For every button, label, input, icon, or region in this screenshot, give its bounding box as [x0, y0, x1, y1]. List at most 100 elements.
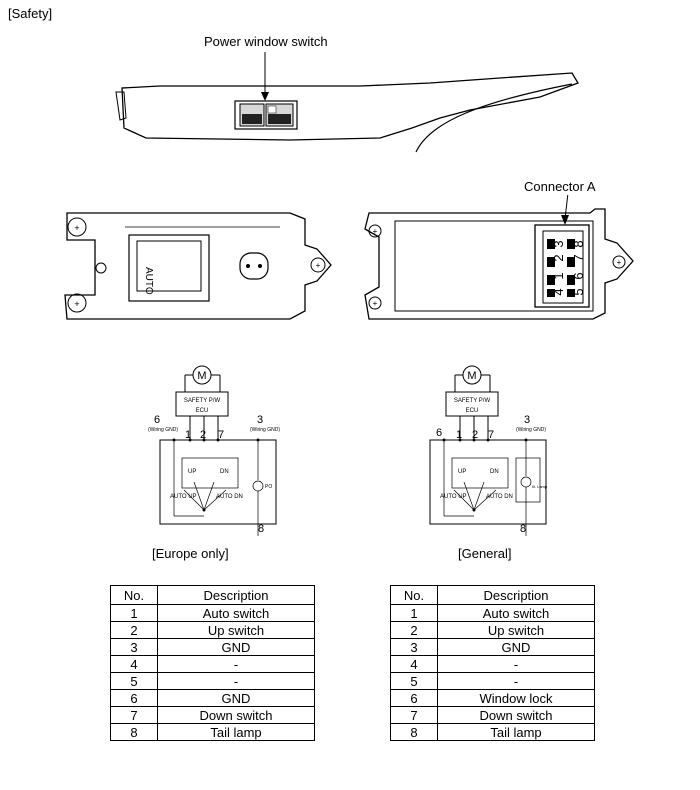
auto-up-label: AUTO UP — [170, 494, 197, 500]
svg-text:+: + — [373, 227, 378, 236]
switch-bottom-view: + + + 3 2 1 4 8 7 6 5 — [364, 195, 634, 320]
connector-pin-7: 7 — [571, 254, 586, 261]
table-row: 5- — [390, 672, 595, 690]
pin-number-cell: 3 — [110, 638, 158, 656]
pin-number-cell: 2 — [110, 621, 158, 639]
pin1-label: 1 — [456, 429, 462, 441]
col-header-no: No. — [110, 585, 158, 605]
pin-description-cell: - — [157, 655, 315, 673]
pin7-label: 7 — [218, 429, 224, 441]
connector-pin-4: 4 — [551, 288, 566, 295]
pin-description-cell: Down switch — [157, 706, 315, 724]
pin-description-cell: Auto switch — [157, 604, 315, 622]
pin8-label: 8 — [520, 523, 526, 535]
pin-number-cell: 6 — [390, 689, 438, 707]
svg-text:+: + — [316, 261, 321, 270]
dn-label: DN — [490, 469, 499, 475]
connector-a-housing — [534, 224, 590, 308]
europe-caption: [Europe only] — [152, 546, 229, 561]
pin-description-cell: Tail lamp — [437, 723, 595, 741]
connector-pin-5: 5 — [571, 288, 586, 295]
pin3-label: 3 — [524, 414, 530, 426]
pin1-label: 1 — [185, 429, 191, 441]
ecu-line2: ECU — [196, 408, 209, 414]
svg-text:+: + — [617, 258, 622, 267]
pin8-label: 8 — [258, 523, 264, 535]
door-trim-illustration — [115, 52, 579, 153]
pin-description-cell: Tail lamp — [157, 723, 315, 741]
pin-description-cell: - — [437, 655, 595, 673]
auto-dn-label: AUTO DN — [216, 494, 243, 500]
connector-pin-3: 3 — [551, 240, 566, 247]
pin7-label: 7 — [488, 429, 494, 441]
table-row: 4- — [390, 655, 595, 673]
dn-label: DN — [220, 469, 229, 475]
svg-text:+: + — [373, 299, 378, 308]
connector-pin-6: 6 — [571, 272, 586, 279]
pin2-label: 2 — [472, 429, 478, 441]
pin6-note: (Wiring GND) — [148, 427, 178, 433]
connector-pin-2: 2 — [551, 254, 566, 261]
motor-label: M — [197, 370, 206, 382]
pin-description-cell: - — [437, 672, 595, 690]
table-row: 4- — [110, 655, 315, 673]
europe-schematic: M SAFETY P/W ECU 6 (Wiring GND) 3 (Wirin… — [148, 365, 280, 536]
lamp-label: PO — [265, 484, 272, 490]
col-header-description: Description — [437, 585, 595, 605]
svg-text:+: + — [74, 299, 79, 309]
general-caption: [General] — [458, 546, 512, 561]
connector-pin-1: 1 — [551, 272, 566, 279]
pin-number-cell: 8 — [390, 723, 438, 741]
col-header-no: No. — [390, 585, 438, 605]
pin-number-cell: 5 — [390, 672, 438, 690]
power-window-switch-label: Power window switch — [204, 34, 328, 49]
pin-number-cell: 4 — [110, 655, 158, 673]
connector-a-label: Connector A — [524, 179, 596, 194]
ecu-line1: SAFETY P/W — [184, 398, 221, 404]
auto-switch-text: AUTO — [143, 267, 154, 295]
pin-description-cell: Up switch — [437, 621, 595, 639]
pin-number-cell: 6 — [110, 689, 158, 707]
general-schematic: M SAFETY P/W ECU 6 3 (Wiring GND) 1 2 7 … — [429, 365, 548, 536]
switch-top-view: + + + AUTO — [64, 212, 332, 320]
pin-description-cell: - — [157, 672, 315, 690]
section-header: [Safety] — [8, 6, 53, 21]
pin-description-cell: Down switch — [437, 706, 595, 724]
pin2-label: 2 — [200, 429, 206, 441]
svg-text:+: + — [74, 223, 79, 233]
pin-number-cell: 4 — [390, 655, 438, 673]
lamp-label: Ill. Lamp — [532, 484, 548, 489]
auto-up-label: AUTO UP — [440, 494, 467, 500]
pin-description-cell: Auto switch — [437, 604, 595, 622]
pin6-label: 6 — [436, 427, 442, 439]
auto-dn-label: AUTO DN — [486, 494, 513, 500]
motor-label: M — [467, 370, 476, 382]
col-header-description: Description — [157, 585, 315, 605]
pin-description-cell: GND — [157, 638, 315, 656]
ecu-line1: SAFETY P/W — [454, 398, 491, 404]
pin-description-cell: Up switch — [157, 621, 315, 639]
pin-number-cell: 7 — [390, 706, 438, 724]
pin-number-cell: 5 — [110, 672, 158, 690]
connector-pin-8: 8 — [571, 240, 586, 247]
pin-number-cell: 2 — [390, 621, 438, 639]
pin-number-cell: 1 — [110, 604, 158, 622]
pin-number-cell: 3 — [390, 638, 438, 656]
pin3-label: 3 — [257, 414, 263, 426]
up-label: UP — [188, 469, 196, 475]
pin3-note: (Wiring GND) — [250, 427, 280, 433]
